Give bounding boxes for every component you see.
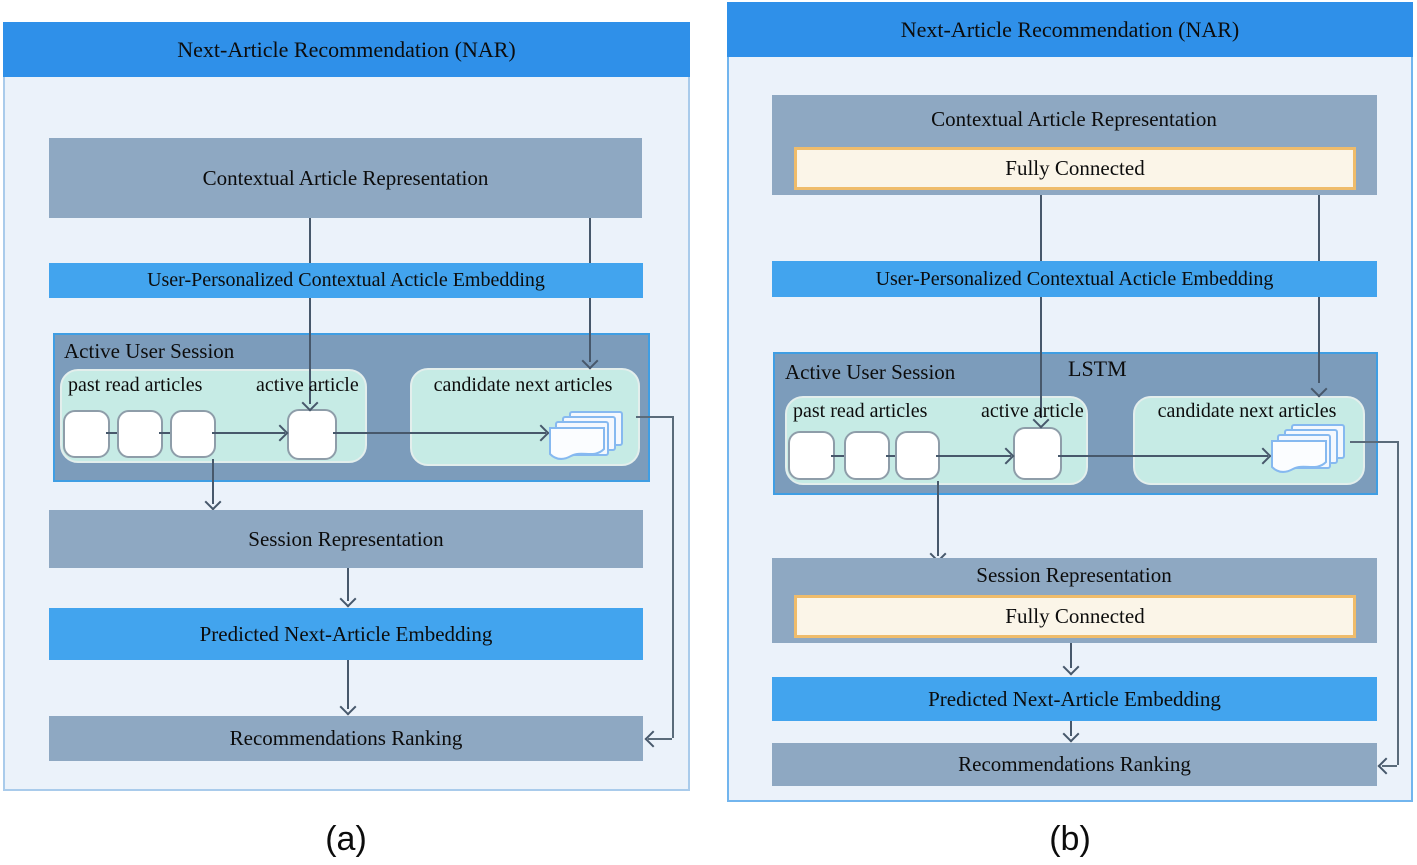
active-article-square [287,409,337,460]
arrow-predicted-to-ranking-b [1070,721,1072,736]
panel-a-active-article-label: active article [256,374,359,396]
arrow-rep-to-predicted [347,568,349,601]
panel-b-fc-bottom-label: Fully Connected [1005,604,1145,628]
panel-b-embedding-bar: User-Personalized Contextual Acticle Emb… [772,261,1377,297]
arrow-session-to-rep-b [937,481,939,556]
arrow-contextual-to-active-b [1040,195,1042,418]
panel-b-embedding-label: User-Personalized Contextual Acticle Emb… [875,267,1274,290]
panel-b-header: Next-Article Recommendation (NAR) [727,2,1413,57]
panel-b-lstm-label: LSTM [1068,356,1127,381]
panel-b-past-read-label: past read articles [793,400,928,422]
arrow-past-to-active-b [936,455,1011,457]
arrow-rep-to-predicted-b [1070,643,1072,668]
caption-a: (a) [325,820,367,858]
panel-b-fc-top-label: Fully Connected [1005,156,1145,180]
panel-a-ranking-box: Recommendations Ranking [49,716,643,761]
panel-b-ranking-label: Recommendations Ranking [958,752,1191,776]
panel-a-session-title: Active User Session [64,339,235,363]
feedback-line-a [672,416,674,738]
feedback-line-b [1382,765,1397,767]
feedback-line-b [1350,441,1397,443]
caption-b: (b) [1049,820,1091,858]
panel-a-header-label: Next-Article Recommendation (NAR) [177,36,516,62]
panel-b-session-title: Active User Session [785,360,956,384]
panel-a-embedding-bar: User-Personalized Contextual Acticle Emb… [49,263,643,298]
past-article-square [117,410,163,458]
past-article-square [844,431,890,480]
panel-a-header: Next-Article Recommendation (NAR) [3,22,690,77]
active-article-square [1013,427,1062,480]
arrow-past-to-active [212,432,285,434]
arrow-contextual-to-active [309,218,311,404]
panel-a-predicted-label: Predicted Next-Article Embedding [199,621,493,646]
panel-b-session-rep-label: Session Representation [976,563,1172,587]
panel-a-contextual-box: Contextual Article Representation [49,138,642,218]
past-article-square [895,431,940,480]
panel-b-fully-connected-top: Fully Connected [794,147,1356,190]
past-article-square [63,410,110,458]
past-article-square [170,410,216,458]
panel-b-predicted-bar: Predicted Next-Article Embedding [772,677,1377,721]
panel-a-contextual-label: Contextual Article Representation [202,165,489,190]
connector-squares [886,455,895,457]
feedback-line-a [636,416,672,418]
arrow-active-to-candidates-b [1058,455,1268,457]
panel-a-candidates-label: candidate next articles [433,374,613,396]
arrow-active-to-candidates [333,432,546,434]
panel-b-active-article-label: active article [981,400,1084,422]
panel-a-predicted-bar: Predicted Next-Article Embedding [49,608,643,660]
arrow-session-to-rep [212,459,214,504]
connector-squares [106,432,117,434]
panel-b-candidates-label: candidate next articles [1157,400,1337,422]
connector-squares [159,432,170,434]
document-stack-icon [549,411,623,460]
panel-b-contextual-label: Contextual Article Representation [931,107,1217,131]
panel-a-ranking-label: Recommendations Ranking [229,726,463,750]
connector-squares [831,455,844,457]
panel-b-ranking-box: Recommendations Ranking [772,743,1377,786]
panel-a-embedding-label: User-Personalized Contextual Acticle Emb… [147,269,545,291]
feedback-line-b [1397,441,1399,765]
panel-b-header-label: Next-Article Recommendation (NAR) [900,16,1240,42]
past-article-square [788,431,835,480]
feedback-line-a [648,738,672,740]
panel-a-session-rep-label: Session Representation [248,526,444,551]
panel-b-fully-connected-bottom: Fully Connected [794,595,1356,638]
panel-a-past-read-label: past read articles [68,374,203,396]
panel-a-session-rep-box: Session Representation [49,510,643,568]
panel-b-predicted-label: Predicted Next-Article Embedding [928,686,1221,711]
arrow-predicted-to-ranking [347,660,349,709]
document-stack-icon [1271,424,1345,473]
